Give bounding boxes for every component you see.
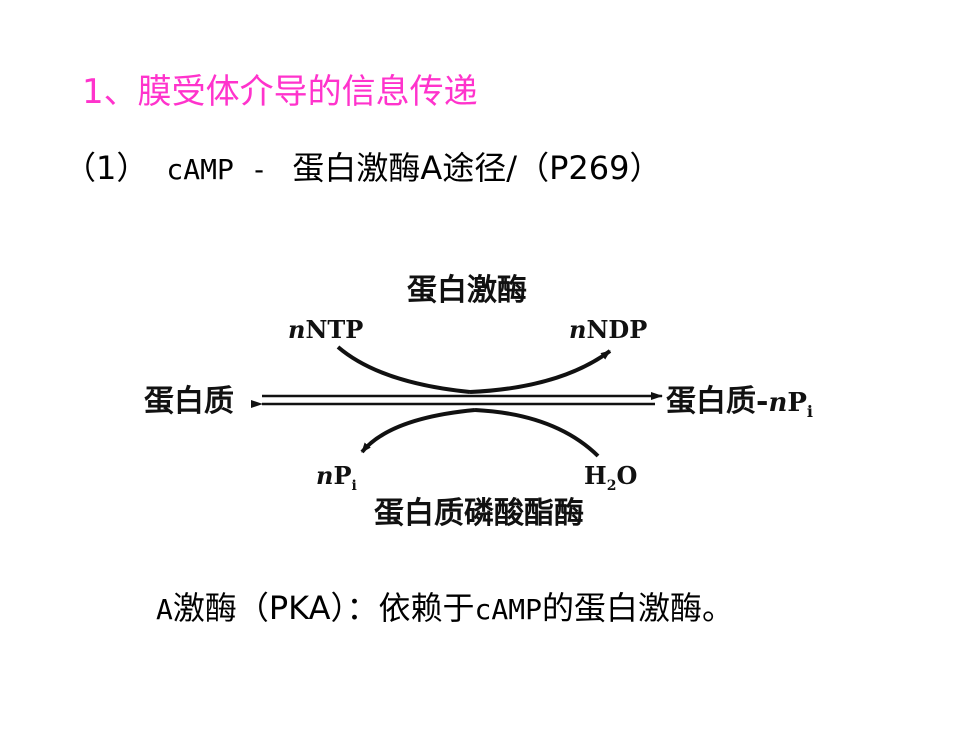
product-label: 蛋白质-nPi [666, 384, 813, 421]
ndp-release-arc [469, 349, 612, 394]
caption-depends: 依赖于 [378, 589, 475, 627]
slide-subheading: （1） cAMP - 蛋白激酶A途径/（P269） [64, 148, 661, 190]
substrate-label: 蛋白质 [144, 384, 234, 419]
subheading-camp: cAMP - [166, 153, 285, 186]
enzyme-kinase-label: 蛋白激酶 [407, 273, 527, 308]
pi-release-arc [360, 408, 476, 454]
ntp-label: nNTP [288, 315, 363, 344]
ntp-consumption-arc [336, 345, 471, 394]
caption-kinase: 激酶 [172, 589, 237, 627]
caption-protein-kinase: 的蛋白激酶。 [541, 589, 734, 627]
water-consumption-arc [474, 408, 600, 458]
caption-a: A [156, 593, 173, 626]
enzyme-phosphatase-label: 蛋白质磷酸酯酶 [374, 496, 584, 531]
caption-camp: cAMP [474, 593, 542, 626]
pi-label: nPi [316, 461, 357, 494]
slide-caption: A激酶（PKA）：依赖于cAMP的蛋白激酶。 [156, 588, 734, 630]
subheading-number: （1） [64, 149, 149, 187]
water-label: H2O [584, 461, 637, 494]
caption-pka: （PKA）： [236, 589, 379, 627]
slide-heading: 1、膜受体介导的信息传递 [82, 72, 478, 112]
subheading-pathway: 蛋白激酶A途径/（P269） [292, 149, 662, 187]
ndp-label: nNDP [569, 315, 647, 344]
